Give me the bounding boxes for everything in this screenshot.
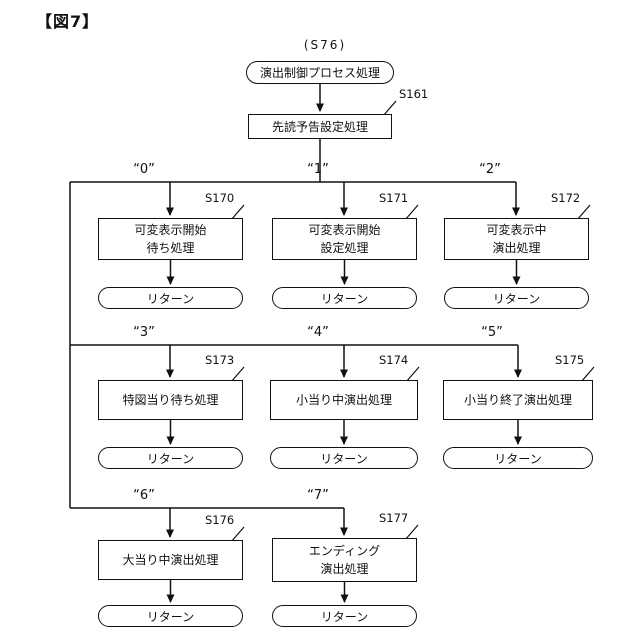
start-terminator: 演出制御プロセス処理 <box>246 61 394 84</box>
process-line1: 小当り中演出処理 <box>295 393 392 407</box>
return-terminator-5: リターン <box>443 447 593 469</box>
process-box-prefetch-notice-setting: 先読予告設定処理 <box>248 114 392 139</box>
step-label-s176: S176 <box>205 513 235 527</box>
return-label: リターン <box>492 291 541 306</box>
process-box-big-win-running: 大当り中演出処理 <box>98 540 243 580</box>
process-box-variable-display-start-wait: 可変表示開始 待ち処理 <box>98 218 243 260</box>
branch-case-6: “6” <box>133 488 155 503</box>
step-label-s173: S173 <box>205 353 235 367</box>
process-box-small-win-end: 小当り終了演出処理 <box>443 380 593 420</box>
branch-case-1: “1” <box>307 162 329 177</box>
step-label-ticks <box>230 100 595 543</box>
branch-case-3: “3” <box>133 325 155 340</box>
return-terminator-0: リターン <box>98 287 243 309</box>
process-line2: 演出処理 <box>492 241 541 255</box>
start-step-label: (S76) <box>303 38 347 52</box>
process-box-variable-display-start-setting: 可変表示開始 設定処理 <box>272 218 417 260</box>
process-line1: 可変表示開始 <box>134 223 207 237</box>
branch-case-5: “5” <box>481 325 503 340</box>
branch-case-4: “4” <box>307 325 329 340</box>
return-label: リターン <box>320 291 369 306</box>
return-label: リターン <box>494 451 542 466</box>
branch-case-0: “0” <box>133 162 155 177</box>
process-box-small-win-running: 小当り中演出処理 <box>270 380 418 420</box>
process-line2: 設定処理 <box>320 241 369 255</box>
return-terminator-4: リターン <box>270 447 418 469</box>
branch-case-7: “7” <box>307 488 329 503</box>
step-label-s177: S177 <box>379 511 409 525</box>
process-title: 先読予告設定処理 <box>271 119 368 134</box>
process-line2: 待ち処理 <box>146 241 195 255</box>
process-box-ending: エンディング 演出処理 <box>272 538 417 582</box>
return-label: リターン <box>146 291 195 306</box>
process-line1: 特図当り待ち処理 <box>122 393 219 407</box>
process-line1: 大当り中演出処理 <box>122 553 219 567</box>
connector-lines <box>69 84 522 603</box>
return-label: リターン <box>320 451 368 466</box>
return-terminator-1: リターン <box>272 287 417 309</box>
return-label: リターン <box>146 609 195 624</box>
figure-label: 【図7】 <box>36 12 100 31</box>
start-title: 演出制御プロセス処理 <box>259 66 380 80</box>
step-label-s172: S172 <box>551 191 581 205</box>
step-label-s170: S170 <box>205 191 235 205</box>
branch-case-2: “2” <box>479 162 501 177</box>
step-label-s175: S175 <box>555 353 585 367</box>
process-line1: 可変表示開始 <box>308 223 381 237</box>
return-label: リターン <box>320 609 369 624</box>
return-terminator-7: リターン <box>272 605 417 627</box>
return-terminator-2: リターン <box>444 287 589 309</box>
return-terminator-3: リターン <box>98 447 243 469</box>
step-label-s171: S171 <box>379 191 409 205</box>
process-box-special-fig-win-wait: 特図当り待ち処理 <box>98 380 243 420</box>
process-line1: 可変表示中 <box>486 223 547 237</box>
process-line1: エンディング <box>308 544 381 558</box>
step-label-s174: S174 <box>379 353 409 367</box>
step-label-s161: S161 <box>399 87 429 101</box>
process-box-variable-display-running: 可変表示中 演出処理 <box>444 218 589 260</box>
return-terminator-6: リターン <box>98 605 243 627</box>
process-line2: 演出処理 <box>320 562 369 576</box>
process-line1: 小当り終了演出処理 <box>463 393 572 407</box>
return-label: リターン <box>146 451 195 466</box>
